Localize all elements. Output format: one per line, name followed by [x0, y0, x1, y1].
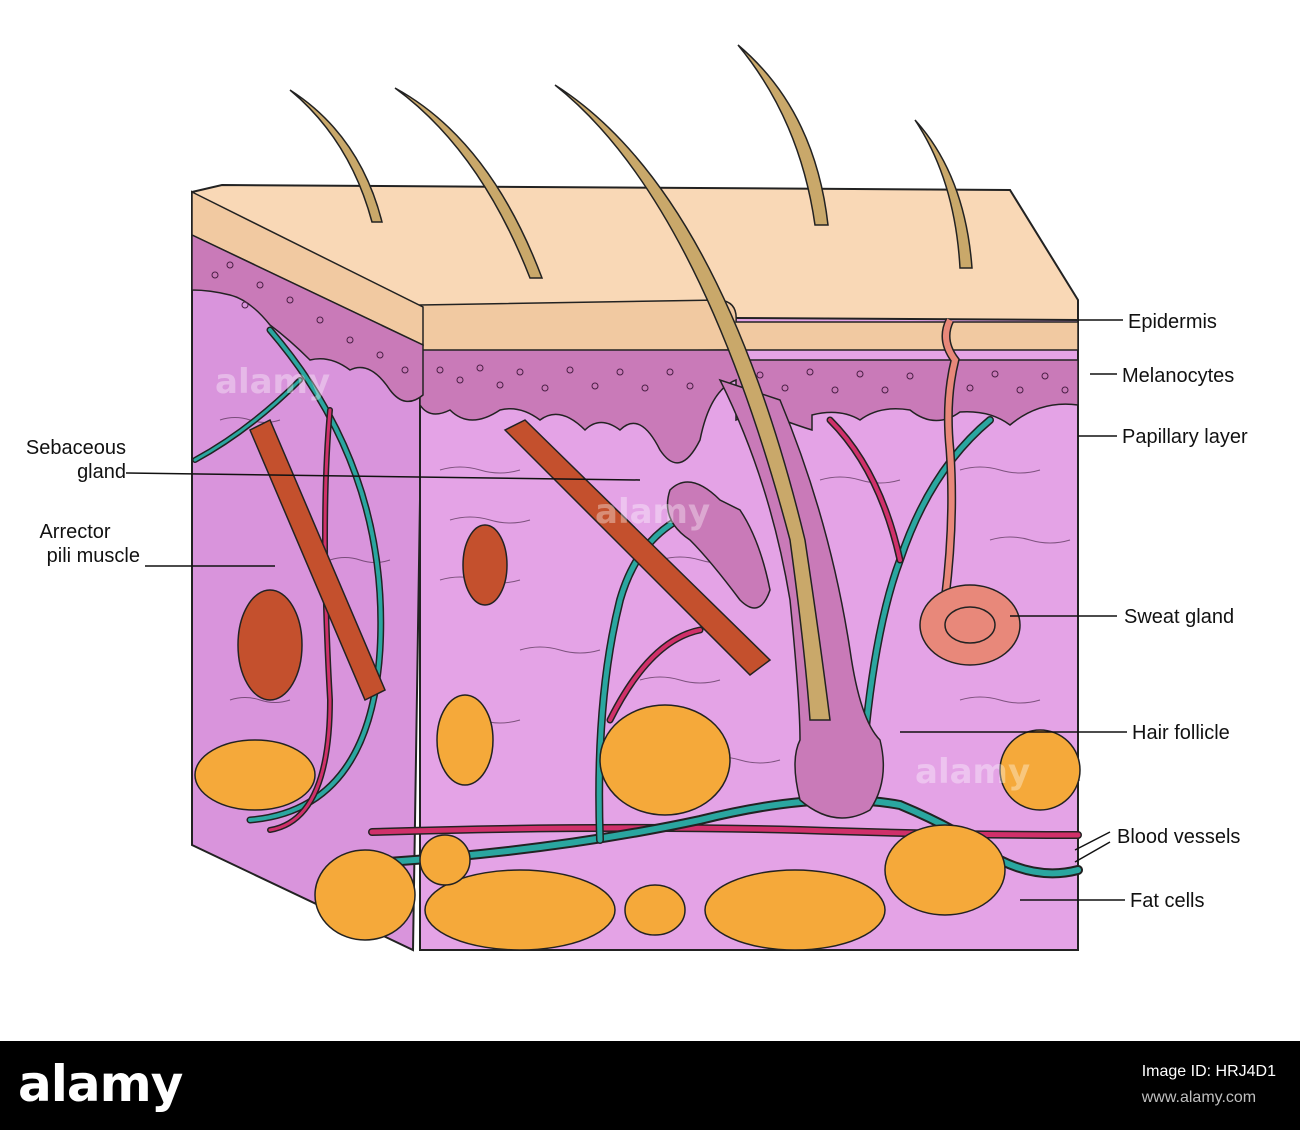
melanocyte-layer-left [191, 233, 424, 403]
site-link[interactable]: www.alamy.com [1141, 1089, 1257, 1106]
sebaceous-gland [666, 481, 771, 609]
label-blood-vessels: Blood vessels [1117, 826, 1241, 848]
label-papillary-layer: Papillary layer [1122, 426, 1248, 448]
leader-lines [125, 319, 1127, 901]
sweat-gland [919, 317, 1021, 666]
footer-info: Image ID: HRJ4D1 www.alamy.com [1142, 1059, 1276, 1111]
image-id: Image ID: HRJ4D1 [1141, 1063, 1276, 1080]
watermark: alamy [215, 362, 331, 402]
watermark: alamy [595, 492, 711, 532]
arrector-pili-muscles [237, 418, 772, 702]
label-melanocytes: Melanocytes [1122, 365, 1235, 387]
label-fat-cells: Fat cells [1130, 890, 1205, 912]
hairs [289, 44, 973, 721]
melanocyte-dots [211, 261, 1069, 394]
blood-vessels [192, 326, 1083, 879]
alamy-logo[interactable]: alamy [18, 1055, 183, 1113]
watermark: alamy [915, 752, 1031, 792]
fat-cells [194, 694, 1081, 951]
label-hair-follicle: Hair follicle [1132, 722, 1230, 744]
label-sweat-gland: Sweat gland [1124, 606, 1235, 628]
skin-cross-section-diagram [125, 44, 1127, 952]
footer-bar: alamy Image ID: HRJ4D1 www.alamy.com [0, 1041, 1300, 1130]
label-epidermis: Epidermis [1128, 311, 1217, 333]
